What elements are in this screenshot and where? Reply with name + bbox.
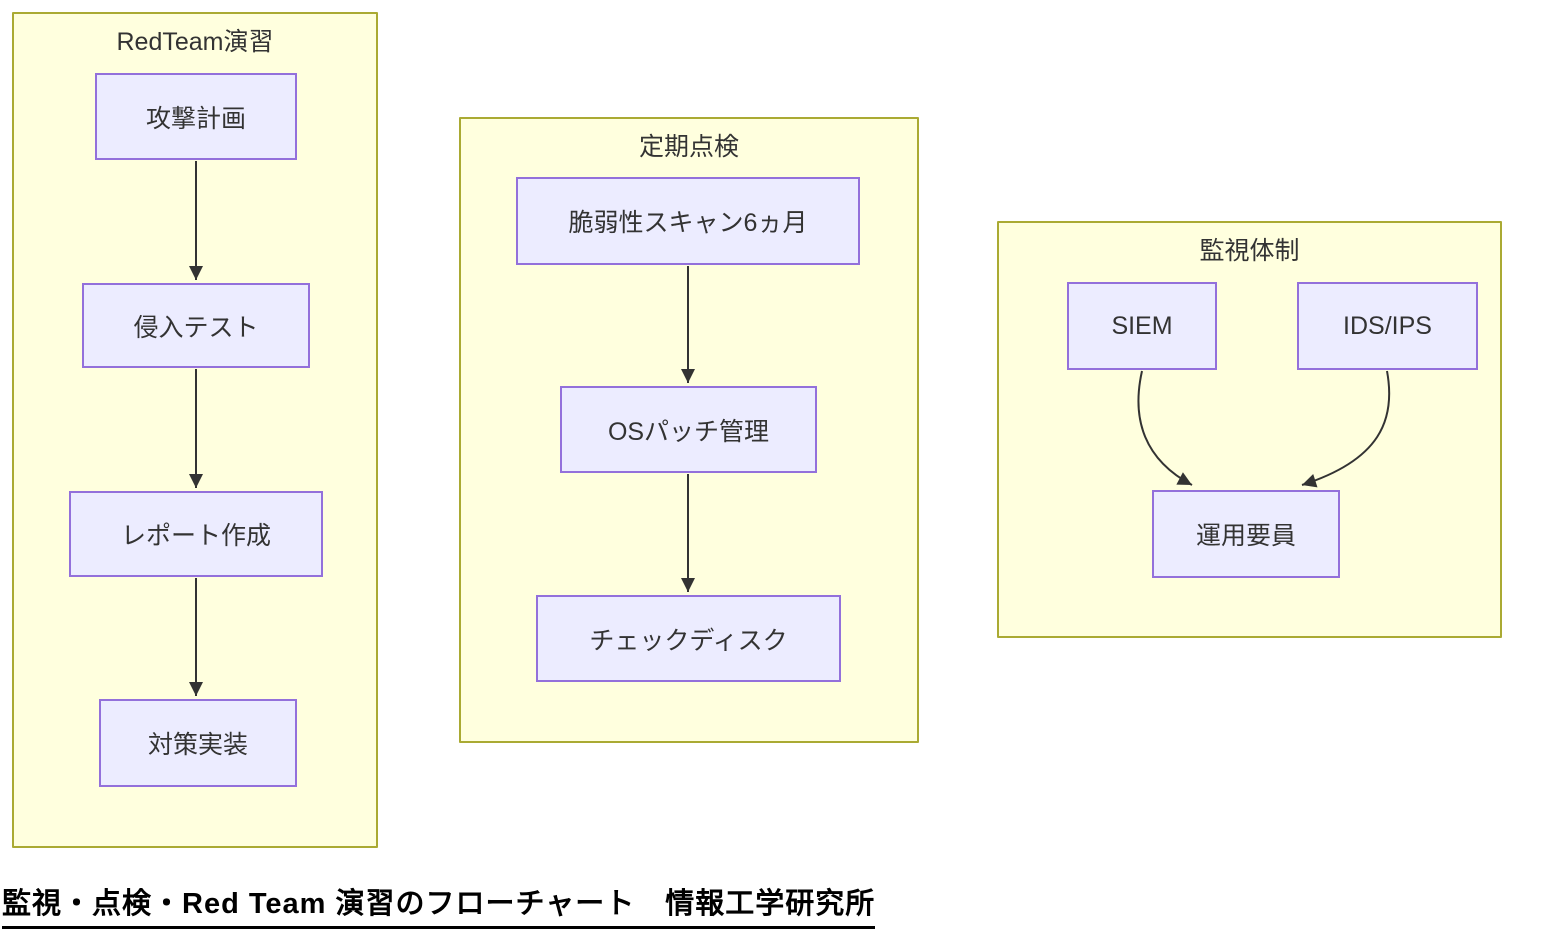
node-siem: SIEM (1067, 282, 1217, 370)
node-os-patch-management-label: OSパッチ管理 (607, 417, 770, 446)
node-ids-ips-label: IDS/IPS (1343, 311, 1432, 340)
group-redteam-exercise-title: RedTeam演習 (116, 28, 274, 56)
node-ids-ips: IDS/IPS (1297, 282, 1478, 370)
node-attack-plan-label: 攻撃計画 (145, 104, 246, 133)
edge-siem-to-operations-staff (1137, 370, 1193, 486)
node-operations-staff-label: 運用要員 (1195, 522, 1296, 550)
node-os-patch-management: OSパッチ管理 (560, 386, 817, 473)
node-vulnerability-scan: 脆弱性スキャン6ヵ月 (516, 177, 860, 265)
node-countermeasure-implementation: 対策実装 (99, 699, 297, 787)
node-check-disk: チェックディスク (536, 595, 841, 682)
group-periodic-inspection-title: 定期点検 (638, 133, 739, 161)
node-operations-staff: 運用要員 (1152, 490, 1340, 578)
edge-ids-ips-to-operations-staff (1301, 370, 1391, 488)
node-report-creation: レポート作成 (69, 491, 323, 577)
node-vulnerability-scan-label: 脆弱性スキャン6ヵ月 (568, 209, 808, 237)
node-report-creation-label: レポート作成 (120, 522, 271, 550)
node-penetration-test: 侵入テスト (82, 283, 310, 368)
node-attack-plan: 攻撃計画 (95, 73, 297, 160)
diagram-caption: 監視・点検・Red Team 演習のフローチャート 情報工学研究所 (2, 880, 876, 929)
node-check-disk-label: チェックディスク (589, 626, 788, 655)
node-siem-label: SIEM (1111, 311, 1173, 340)
group-monitoring-structure-title: 監視体制 (1199, 237, 1300, 265)
node-penetration-test-label: 侵入テスト (133, 313, 259, 342)
node-countermeasure-implementation-label: 対策実装 (147, 731, 248, 759)
